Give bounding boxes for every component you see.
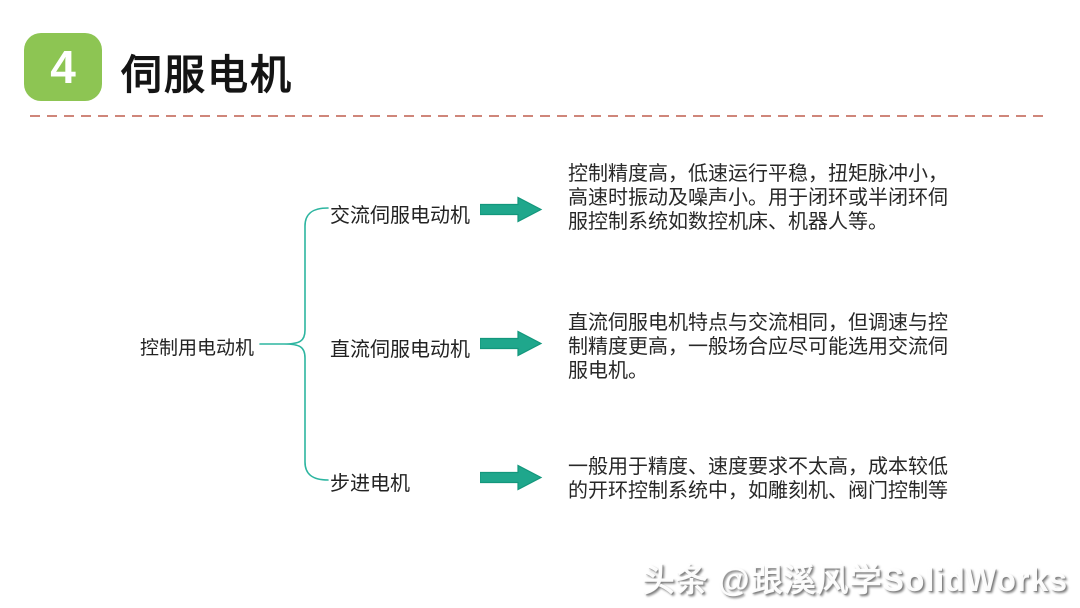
arrow-right-icon bbox=[480, 330, 543, 357]
root-node-label: 控制用电动机 bbox=[140, 338, 255, 359]
brace-connector-icon bbox=[259, 207, 329, 481]
branch-label-dc-servo: 直流伺服电动机 bbox=[330, 339, 470, 361]
branch-label-ac-servo: 交流伺服电动机 bbox=[330, 205, 470, 227]
watermark: 头条 @跟溪风学SolidWorks bbox=[642, 562, 1068, 598]
branch-label-stepper: 步进电机 bbox=[330, 473, 410, 495]
section-number: 4 bbox=[50, 41, 76, 93]
dashed-divider-line bbox=[30, 115, 1046, 117]
branch-description-stepper: 一般用于精度、速度要求不太高，成本较低 的开环控制系统中，如雕刻机、阀门控制等 bbox=[568, 456, 948, 502]
section-number-badge: 4 bbox=[24, 33, 102, 101]
arrow-right-icon bbox=[480, 464, 543, 491]
branch-description-ac-servo: 控制精度高，低速运行平稳，扭矩脉冲小， 高速时振动及噪声小。用于闭环或半闭环伺 … bbox=[568, 163, 948, 233]
branch-description-dc-servo: 直流伺服电机特点与交流相同，但调速与控 制精度更高，一般场合应尽可能选用交流伺 … bbox=[568, 312, 948, 382]
arrow-right-icon bbox=[480, 196, 543, 223]
page-title: 伺服电机 bbox=[121, 52, 293, 98]
